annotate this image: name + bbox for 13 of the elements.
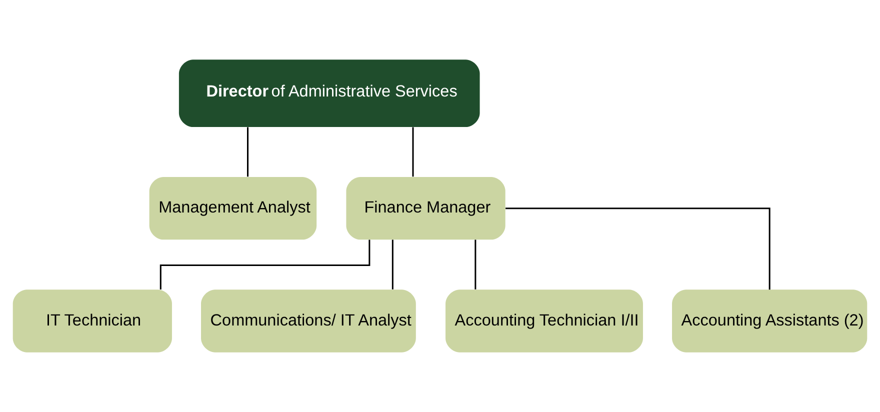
node-box: Accounting Technician I/II — [446, 290, 643, 352]
node-box: Finance Manager — [346, 176, 506, 240]
connector — [247, 127, 249, 177]
node-box: IT Technician — [12, 290, 172, 352]
connector — [392, 240, 394, 290]
connector — [160, 240, 370, 290]
connector — [412, 127, 414, 177]
connector — [474, 240, 476, 290]
node-box: Communications/ IT Analyst — [201, 290, 416, 352]
node-box: Management Analyst — [149, 176, 317, 240]
node-box: Accounting Assistants (2) — [672, 290, 868, 352]
connector — [506, 208, 770, 290]
node-box: Director of Administrative Services — [178, 60, 480, 128]
